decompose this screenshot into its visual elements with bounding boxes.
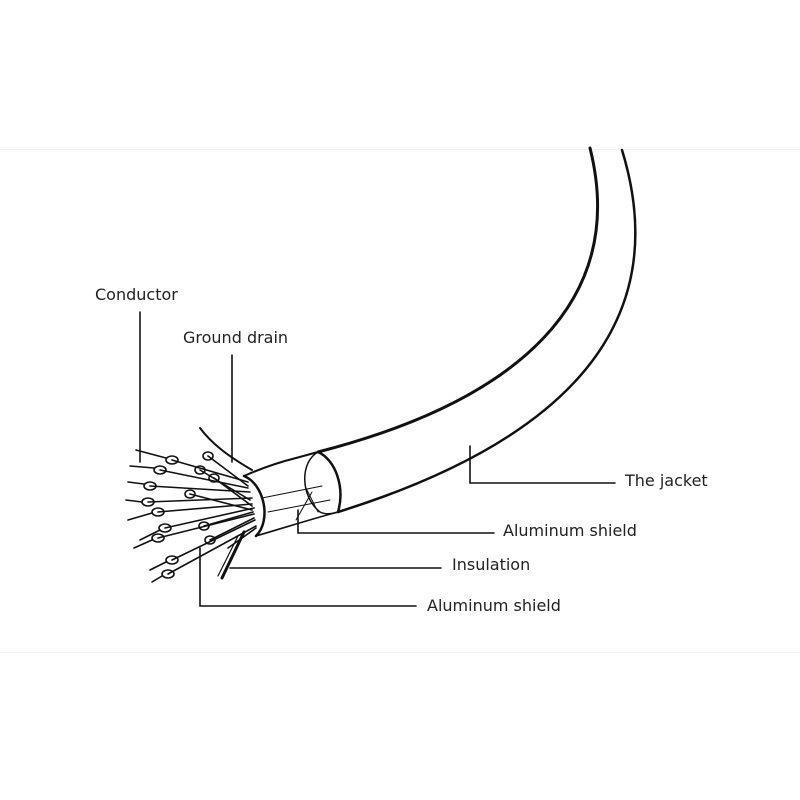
jacket-bottom-edge [336,148,637,514]
label-insulation: Insulation [452,555,531,574]
leader-jacket [469,445,616,484]
leader-aluminum-shield-outer [297,509,495,534]
label-conductor: Conductor [95,285,178,304]
shield-cut-end [242,474,266,538]
shield-to-jacket [243,457,297,477]
insulation-wire-inner [217,535,239,577]
jacket-top-edge [316,146,600,454]
label-aluminum-shield-inner: Aluminum shield [427,596,561,615]
inner-wrap-4 [305,487,319,513]
jacket-cut-end [316,450,342,514]
shield-bottom-edge [255,511,339,537]
inner-wrap-2 [267,499,331,513]
label-jacket: The jacket [625,471,708,490]
jacket-cut-end-back [304,451,339,515]
inner-wrap-1 [261,485,323,499]
wire-bundle [147,455,257,575]
label-aluminum-shield-outer: Aluminum shield [503,521,637,540]
leader-aluminum-shield-inner [199,547,417,607]
insulation-wire [220,530,246,580]
label-ground-drain: Ground drain [183,328,289,347]
ground-drain-wire [199,427,253,471]
shield-top-edge [295,451,319,459]
wire-tips [125,449,220,583]
